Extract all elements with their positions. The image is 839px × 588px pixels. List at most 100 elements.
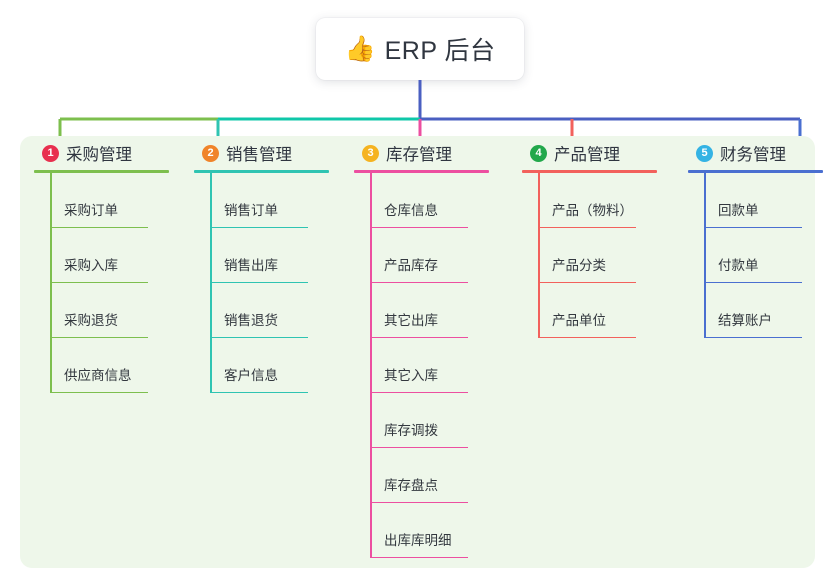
- root-node-erp-backend[interactable]: 👍 ERP 后台: [316, 18, 524, 80]
- branch-item-rule: [370, 446, 468, 448]
- branch-item-rule: [50, 281, 148, 283]
- branch-header-4[interactable]: 4 产品管理: [520, 136, 680, 170]
- branch-item[interactable]: 其它入库: [370, 338, 512, 393]
- branch-column-3: 3 库存管理仓库信息产品库存其它出库其它入库库存调拨库存盘点出库库明细: [352, 136, 512, 558]
- branch-item-list: 销售订单销售出库销售退货客户信息: [210, 173, 352, 393]
- branch-item-rule: [370, 336, 468, 338]
- branch-spine: [538, 173, 540, 338]
- branch-item-label: 其它出库: [384, 313, 438, 328]
- branch-item-label: 结算账户: [718, 313, 772, 328]
- branch-column-4: 4 产品管理产品（物料） 产品分类产品单位: [520, 136, 680, 338]
- branch-item-rule: [370, 501, 468, 503]
- branch-item-label: 采购入库: [64, 258, 118, 273]
- branch-item-label: 供应商信息: [64, 368, 132, 383]
- branch-spine: [704, 173, 706, 338]
- branch-spine: [50, 173, 52, 393]
- branch-item[interactable]: 结算账户: [704, 283, 839, 338]
- branch-item-rule: [50, 391, 148, 393]
- branch-item-label: 付款单: [718, 258, 759, 273]
- branch-header-rule: [34, 170, 169, 173]
- branch-item[interactable]: 库存盘点: [370, 448, 512, 503]
- branch-item[interactable]: 采购入库: [50, 228, 192, 283]
- branch-item-rule: [210, 226, 308, 228]
- branch-header-rule: [522, 170, 657, 173]
- branch-item-label: 销售出库: [224, 258, 278, 273]
- branch-item-label: 销售订单: [224, 203, 278, 218]
- branch-item-label: 产品单位: [552, 313, 606, 328]
- branch-title: 库存管理: [386, 146, 452, 164]
- branch-item-label: 产品分类: [552, 258, 606, 273]
- branch-title: 产品管理: [554, 146, 620, 164]
- branch-item-rule: [538, 226, 636, 228]
- branch-item-rule: [704, 336, 802, 338]
- branch-item-rule: [210, 281, 308, 283]
- branch-header-5[interactable]: 5 财务管理: [686, 136, 839, 170]
- branch-item[interactable]: 产品（物料）: [538, 173, 680, 228]
- branch-item-label: 仓库信息: [384, 203, 438, 218]
- branch-column-1: 1 采购管理采购订单采购入库采购退货供应商信息: [32, 136, 192, 393]
- branch-header-rule: [194, 170, 329, 173]
- branch-number-badge: 4: [530, 144, 547, 162]
- branch-item-rule: [704, 281, 802, 283]
- diagram-panel: [20, 136, 815, 568]
- branch-number-badge: 3: [362, 144, 379, 162]
- branch-item-label: 销售退货: [224, 313, 278, 328]
- branch-item-list: 回款单付款单结算账户: [704, 173, 839, 338]
- branch-item-rule: [370, 391, 468, 393]
- branch-item[interactable]: 销售退货: [210, 283, 352, 338]
- branch-header-rule: [688, 170, 823, 173]
- branch-item-rule: [704, 226, 802, 228]
- branch-item-rule: [538, 336, 636, 338]
- branch-item-label: 客户信息: [224, 368, 278, 383]
- branch-title: 采购管理: [66, 146, 132, 164]
- branch-item-label: 采购退货: [64, 313, 118, 328]
- root-node-title: ERP 后台: [384, 37, 496, 65]
- branch-item-rule: [538, 281, 636, 283]
- branch-item-rule: [210, 336, 308, 338]
- branch-item-rule: [210, 391, 308, 393]
- branch-item[interactable]: 付款单: [704, 228, 839, 283]
- branch-item-rule: [50, 226, 148, 228]
- branch-item[interactable]: 产品分类: [538, 228, 680, 283]
- branch-spine: [370, 173, 372, 558]
- branch-item[interactable]: 客户信息: [210, 338, 352, 393]
- branch-item[interactable]: 供应商信息: [50, 338, 192, 393]
- branch-item[interactable]: 采购退货: [50, 283, 192, 338]
- branch-item-rule: [370, 281, 468, 283]
- branch-item[interactable]: 出库库明细: [370, 503, 512, 558]
- branch-item[interactable]: 回款单: [704, 173, 839, 228]
- thumbs-up-emoji: 👍: [344, 34, 376, 63]
- branch-item[interactable]: 库存调拨: [370, 393, 512, 448]
- branch-item-list: 产品（物料） 产品分类产品单位: [538, 173, 680, 338]
- branch-title: 销售管理: [226, 146, 292, 164]
- branch-item-label: 库存盘点: [384, 478, 438, 493]
- branch-item-label: 产品（物料）: [552, 203, 633, 218]
- branch-item-rule: [370, 556, 468, 558]
- branch-item[interactable]: 仓库信息: [370, 173, 512, 228]
- branch-header-rule: [354, 170, 489, 173]
- branch-number-badge: 1: [42, 144, 59, 162]
- branch-item-label: 产品库存: [384, 258, 438, 273]
- branch-item-label: 回款单: [718, 203, 759, 218]
- branch-item-label: 采购订单: [64, 203, 118, 218]
- branch-item[interactable]: 产品库存: [370, 228, 512, 283]
- branch-header-1[interactable]: 1 采购管理: [32, 136, 192, 170]
- branch-item[interactable]: 采购订单: [50, 173, 192, 228]
- branch-item[interactable]: 销售出库: [210, 228, 352, 283]
- branch-item-label: 其它入库: [384, 368, 438, 383]
- branch-item-rule: [50, 336, 148, 338]
- branch-item[interactable]: 产品单位: [538, 283, 680, 338]
- branch-item[interactable]: 销售订单: [210, 173, 352, 228]
- branch-item[interactable]: 其它出库: [370, 283, 512, 338]
- branch-item-list: 采购订单采购入库采购退货供应商信息: [50, 173, 192, 393]
- branch-item-rule: [370, 226, 468, 228]
- branch-item-label: 库存调拨: [384, 423, 438, 438]
- branch-title: 财务管理: [720, 146, 786, 164]
- branch-item-list: 仓库信息产品库存其它出库其它入库库存调拨库存盘点出库库明细: [370, 173, 512, 558]
- branch-number-badge: 5: [696, 144, 713, 162]
- branch-header-3[interactable]: 3 库存管理: [352, 136, 512, 170]
